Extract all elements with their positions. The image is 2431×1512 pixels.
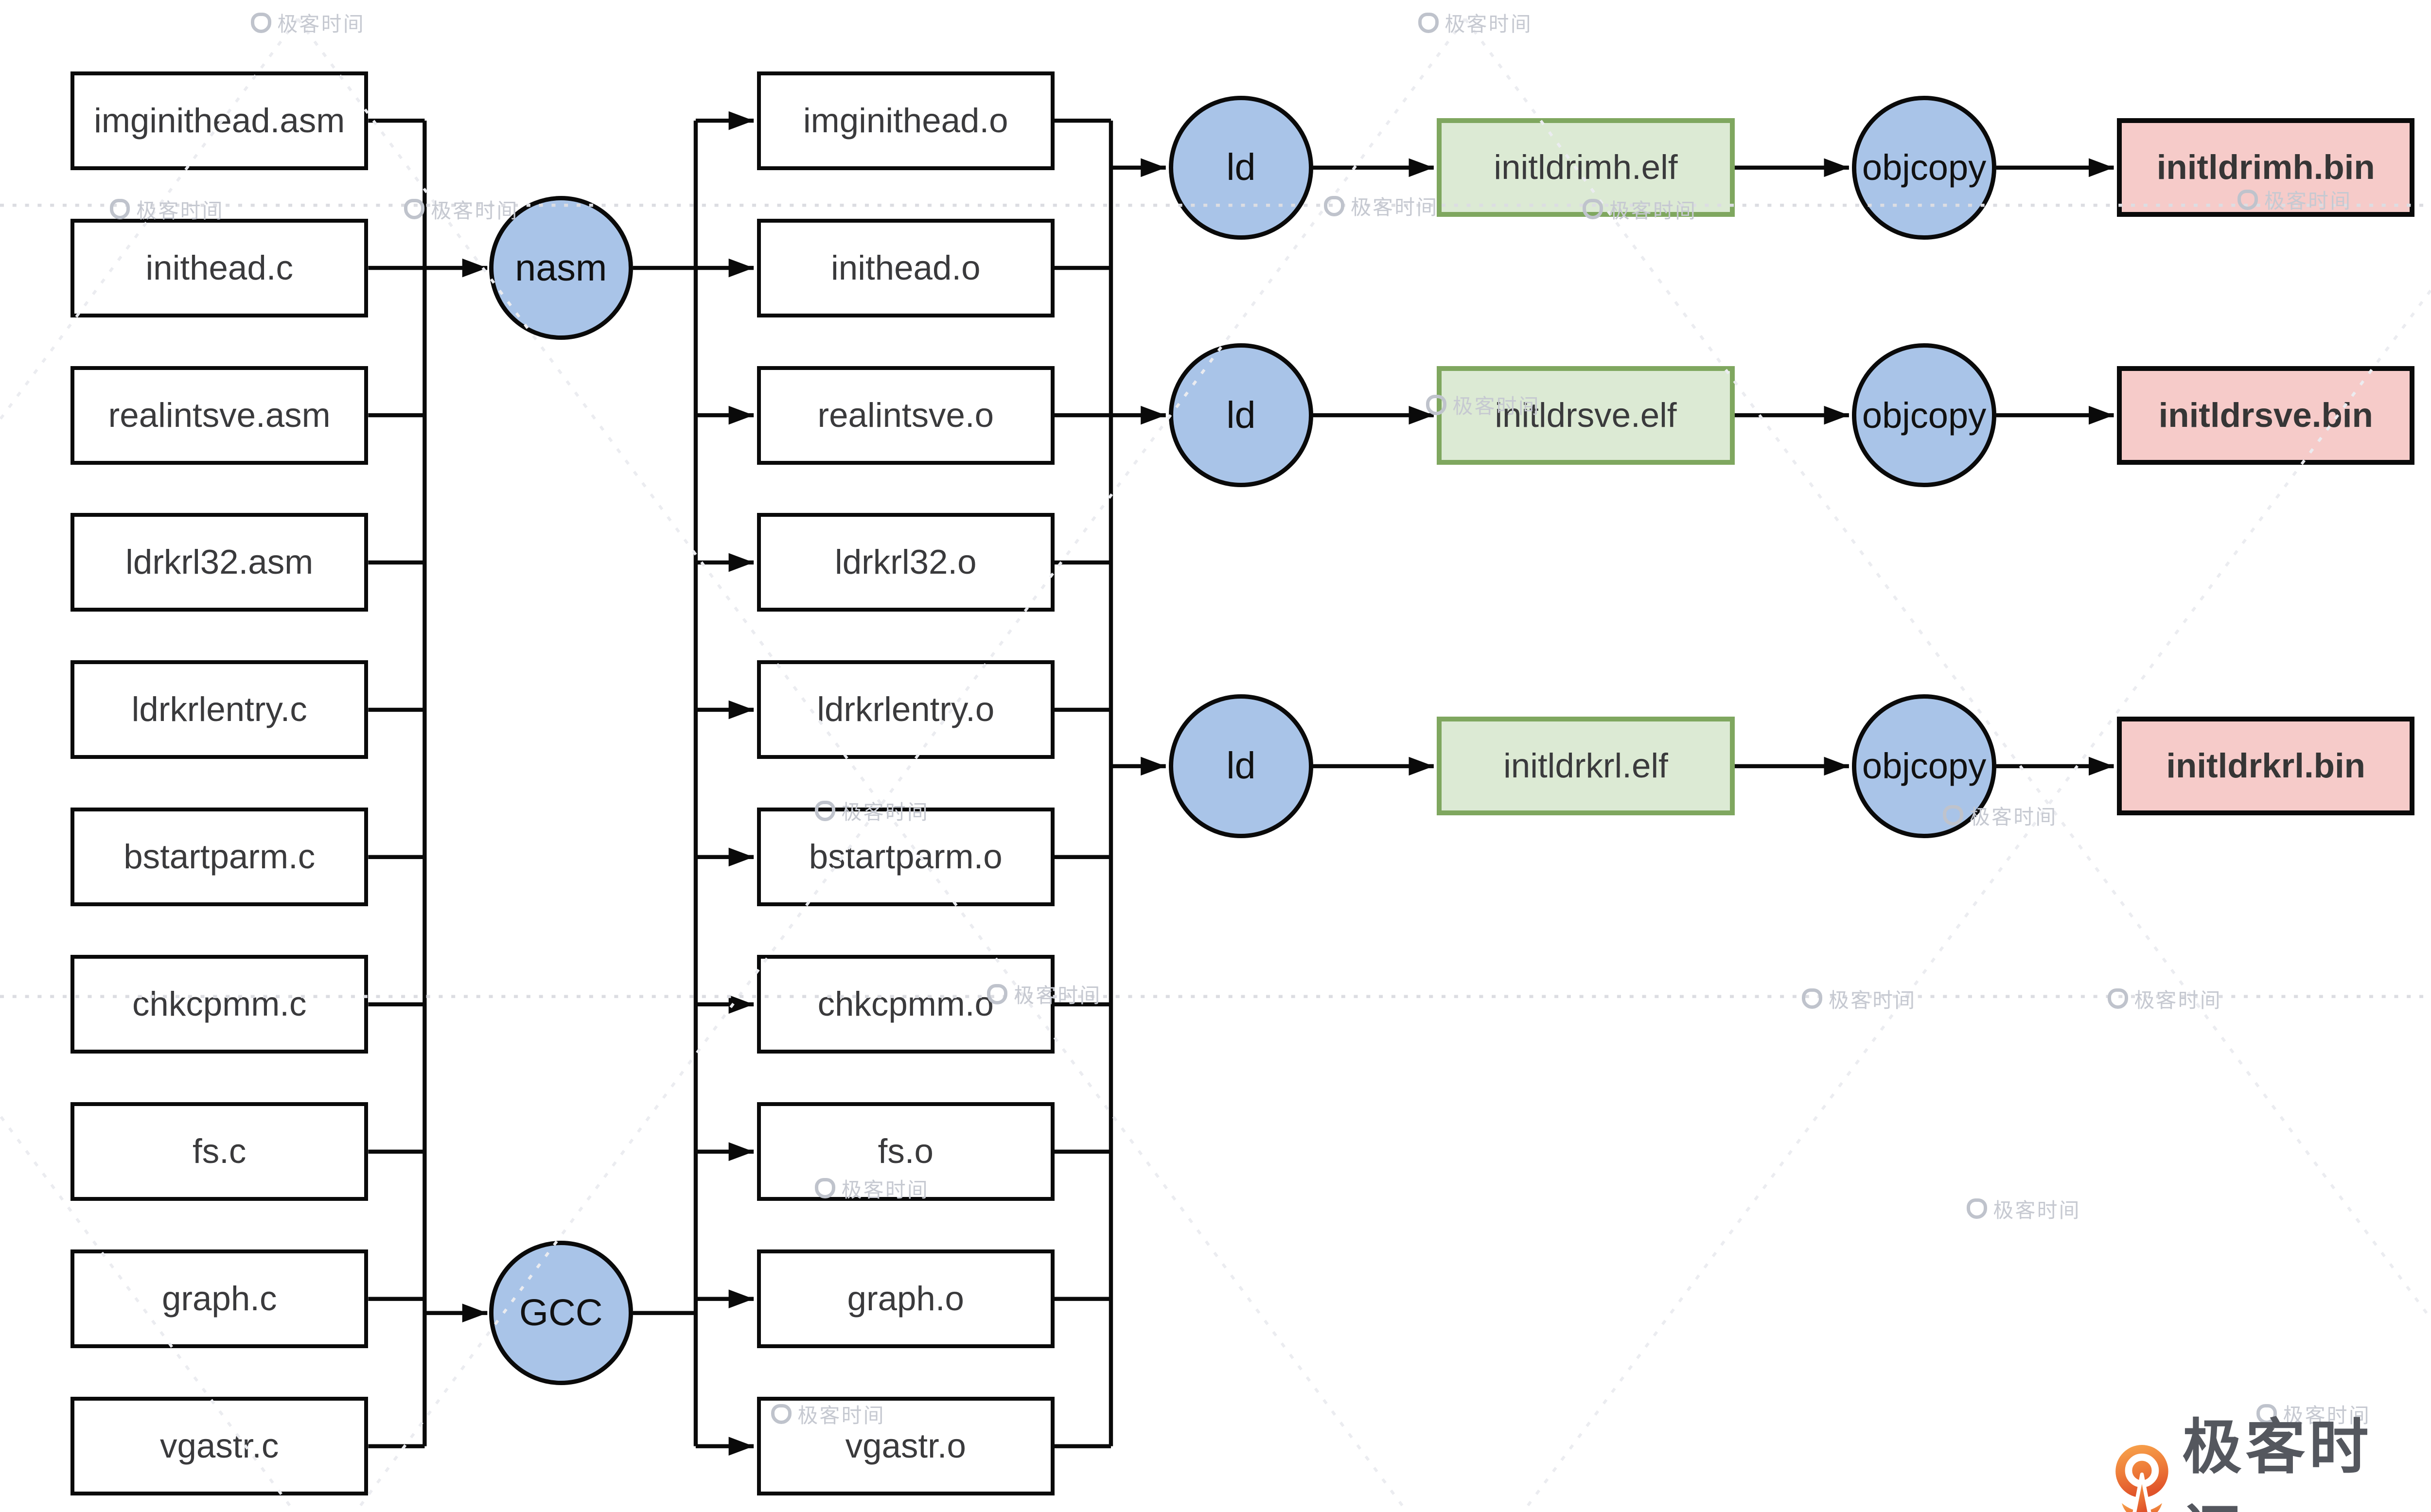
object-file-box: vgastr.o (757, 1397, 1055, 1496)
objcopy-circle: objcopy (1852, 694, 1996, 839)
elf-file-box: initldrsve.elf (1437, 366, 1735, 465)
geektime-logo-text: 极客时间 (2182, 1413, 2373, 1512)
bin-file-box: initldrkrl.bin (2117, 717, 2415, 816)
object-file-box: inithead.o (757, 218, 1055, 317)
object-file-box: ldrkrl32.o (757, 513, 1055, 612)
source-file-box: inithead.c (70, 218, 369, 317)
source-file-box: imginithead.asm (70, 71, 369, 170)
elf-file-box: initldrimh.elf (1437, 118, 1735, 217)
source-file-box: fs.c (70, 1102, 369, 1201)
ld-circle: ld (1169, 343, 1313, 488)
objcopy-circle: objcopy (1852, 95, 1996, 240)
elf-file-box: initldrkrl.elf (1437, 717, 1735, 816)
source-file-box: graph.c (70, 1249, 369, 1349)
object-file-box: imginithead.o (757, 71, 1055, 170)
object-file-box: ldrkrlentry.o (757, 660, 1055, 759)
source-file-box: realintsve.asm (70, 366, 369, 465)
bin-file-box: initldrsve.bin (2117, 366, 2415, 465)
object-file-box: graph.o (757, 1249, 1055, 1349)
source-file-box: vgastr.c (70, 1397, 369, 1496)
geektime-logo-icon (2115, 1444, 2168, 1512)
source-file-box: chkcpmm.c (70, 955, 369, 1054)
bin-file-box: initldrimh.bin (2117, 118, 2415, 217)
source-file-box: ldrkrlentry.c (70, 660, 369, 759)
source-file-box: ldrkrl32.asm (70, 513, 369, 612)
object-file-box: bstartparm.o (757, 808, 1055, 907)
object-file-box: realintsve.o (757, 366, 1055, 465)
gcc-circle: GCC (489, 1241, 633, 1385)
ld-circle: ld (1169, 95, 1313, 240)
object-file-box: chkcpmm.o (757, 955, 1055, 1054)
objcopy-circle: objcopy (1852, 343, 1996, 488)
source-file-box: bstartparm.c (70, 808, 369, 907)
ld-circle: ld (1169, 694, 1313, 839)
object-file-box: fs.o (757, 1102, 1055, 1201)
nasm-circle: nasm (489, 195, 633, 340)
geektime-logo: 极客时间 (2114, 1399, 2431, 1512)
